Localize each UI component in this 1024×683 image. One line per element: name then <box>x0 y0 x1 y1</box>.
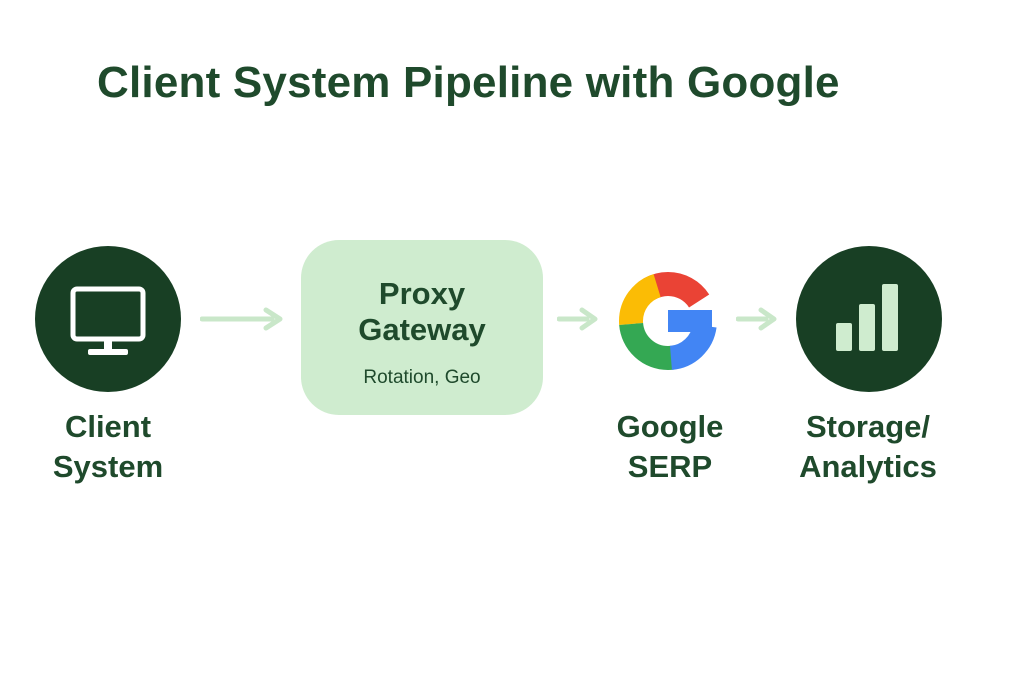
client-label-line1: Client <box>64 409 152 444</box>
monitor-icon <box>70 286 146 355</box>
google-label-line2: SERP <box>627 449 713 484</box>
google-serp-label: Google SERP <box>570 407 770 487</box>
storage-analytics-node <box>796 246 942 392</box>
client-system-label: Client System <box>8 407 208 487</box>
proxy-gateway-node: Proxy Gateway Rotation, Geo <box>301 240 543 415</box>
client-system-node <box>35 246 181 392</box>
bar-chart-icon <box>836 284 898 351</box>
proxy-gateway-subtitle: Rotation, Geo <box>363 367 481 388</box>
client-label-line2: System <box>52 449 164 484</box>
google-label-line1: Google <box>616 409 724 444</box>
arrow-google-to-storage <box>736 307 777 331</box>
proxy-gateway-title: Proxy Gateway <box>301 276 543 348</box>
diagram-title: Client System Pipeline with Google <box>97 58 840 107</box>
google-logo-icon <box>619 272 717 370</box>
storage-label-line1: Storage/ <box>805 409 931 444</box>
storage-analytics-label: Storage/ Analytics <box>768 407 968 487</box>
arrow-proxy-to-google <box>557 307 598 331</box>
storage-label-line2: Analytics <box>799 449 937 484</box>
proxy-title-line2: Gateway <box>358 312 486 347</box>
arrow-client-to-proxy <box>200 307 283 331</box>
proxy-title-line1: Proxy <box>378 276 466 311</box>
